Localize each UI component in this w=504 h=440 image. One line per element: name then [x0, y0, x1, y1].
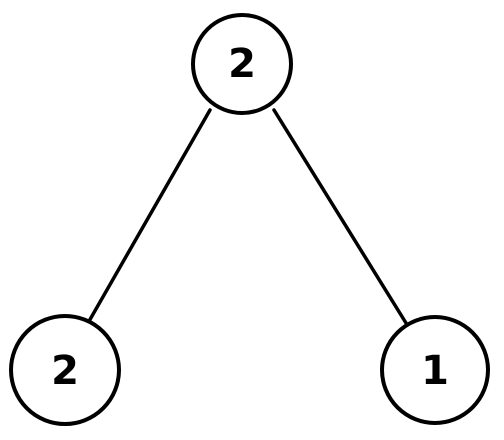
tree-node-right: 1 [380, 315, 490, 425]
node-value: 2 [51, 348, 79, 394]
node-circle [191, 13, 293, 115]
tree-node-left: 2 [9, 314, 121, 426]
node-circle [380, 315, 490, 425]
node-circle [9, 314, 121, 426]
edge-root-right [272, 108, 408, 325]
node-value: 2 [228, 41, 256, 87]
node-value: 1 [421, 348, 449, 394]
tree-node-root: 2 [191, 13, 293, 115]
edge-root-left [86, 108, 212, 325]
